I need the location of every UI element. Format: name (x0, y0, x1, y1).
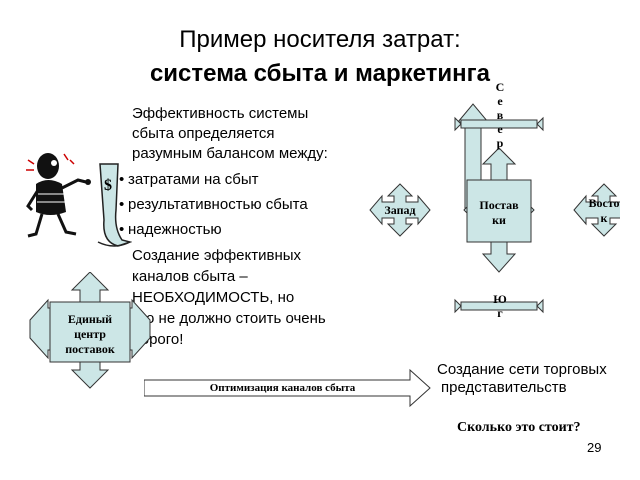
west-label: Запад (384, 203, 416, 217)
conclusion-line-2: каналов сбыта – (132, 268, 248, 285)
slide-title-line1: Пример носителя затрат: (179, 26, 461, 53)
east-label-1: Восто (588, 196, 620, 210)
result-line-2: представительств (441, 379, 567, 396)
intro-line-2: сбыта определяется (132, 125, 275, 142)
east-shape (573, 183, 620, 237)
cost-question: Сколько это стоит? (457, 420, 581, 435)
hub-label-3: поставок (65, 342, 115, 356)
north-letter: е (497, 94, 503, 108)
conclusion-line-3: НЕОБХОДИМОСТЬ, но (132, 289, 295, 306)
bullet-item: затратами на сбыт (119, 170, 259, 190)
center-label-2: ки (492, 213, 506, 227)
page-number: 29 (587, 440, 602, 455)
bullet-item: результативностью сбыта (119, 195, 308, 215)
south-letter: Ю (493, 292, 507, 306)
optimization-arrow (144, 368, 431, 408)
hub-label-2: центр (74, 327, 106, 341)
intro-line-3: разумным балансом между: (132, 145, 328, 162)
north-letter: е (497, 122, 503, 136)
businessman-with-money-scroll-icon: $ (26, 153, 132, 247)
optimization-arrow-label: Оптимизация каналов сбыта (209, 382, 356, 394)
south-letter: г (497, 306, 503, 320)
slide-title-line2: система сбыта и маркетинга (149, 60, 491, 87)
bullet-item: надежностью (119, 220, 222, 240)
west-shape (369, 183, 431, 237)
north-letter: р (496, 136, 504, 150)
result-line-1: Создание сети торговых (437, 361, 607, 378)
east-label-2: к (600, 211, 608, 225)
conclusion-line-1: Создание эффективных (132, 247, 302, 264)
hub-shape (29, 272, 151, 389)
intro-line-1: Эффективность системы (132, 105, 309, 122)
north-letter: С (495, 80, 505, 94)
conclusion-line-4: это не должно стоить очень (132, 310, 326, 327)
svg-text:$: $ (104, 177, 112, 194)
center-box (466, 179, 532, 243)
supply-directions-diagram (369, 103, 620, 314)
hub-label-1: Единый (67, 312, 113, 326)
center-label-1: Постав (479, 198, 519, 212)
north-letter: в (496, 108, 504, 122)
